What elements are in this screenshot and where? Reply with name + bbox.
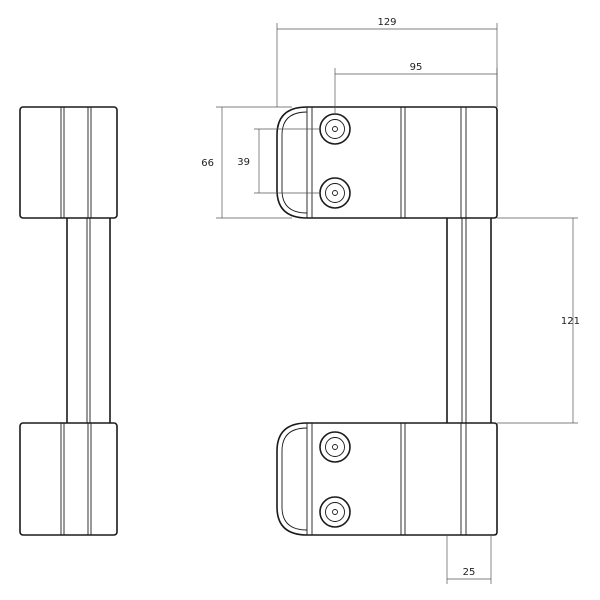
side-view-top-block — [19, 106, 118, 219]
dimension-hole-spacing: 39 — [237, 128, 320, 194]
bottom-hole-upper — [319, 431, 351, 463]
dimension-overall-width: 129 — [276, 17, 498, 107]
side-view-bottom-block — [19, 422, 118, 536]
front-view — [276, 106, 498, 536]
dimension-label-gap: 121 — [561, 316, 580, 327]
dimension-label-hole-offset: 95 — [410, 62, 423, 73]
top-hole-upper — [319, 113, 351, 145]
top-hole-lower — [319, 177, 351, 209]
dimension-hole-offset: 95 — [334, 62, 498, 114]
dimension-label-overall-width: 129 — [377, 17, 396, 28]
dimension-label-height: 66 — [201, 158, 214, 169]
dimension-height: 66 — [201, 106, 292, 219]
dimension-bar-width: 25 — [446, 535, 492, 584]
side-view-bar — [66, 218, 111, 423]
front-view-bar — [446, 218, 492, 423]
dimension-gap: 121 — [497, 217, 580, 424]
bottom-hole-lower — [319, 496, 351, 528]
front-view-bottom-block — [276, 422, 498, 536]
side-view — [19, 106, 118, 536]
dimension-label-bar-width: 25 — [463, 567, 476, 578]
dimension-label-hole-spacing: 39 — [237, 157, 250, 168]
front-view-top-block — [276, 106, 498, 219]
